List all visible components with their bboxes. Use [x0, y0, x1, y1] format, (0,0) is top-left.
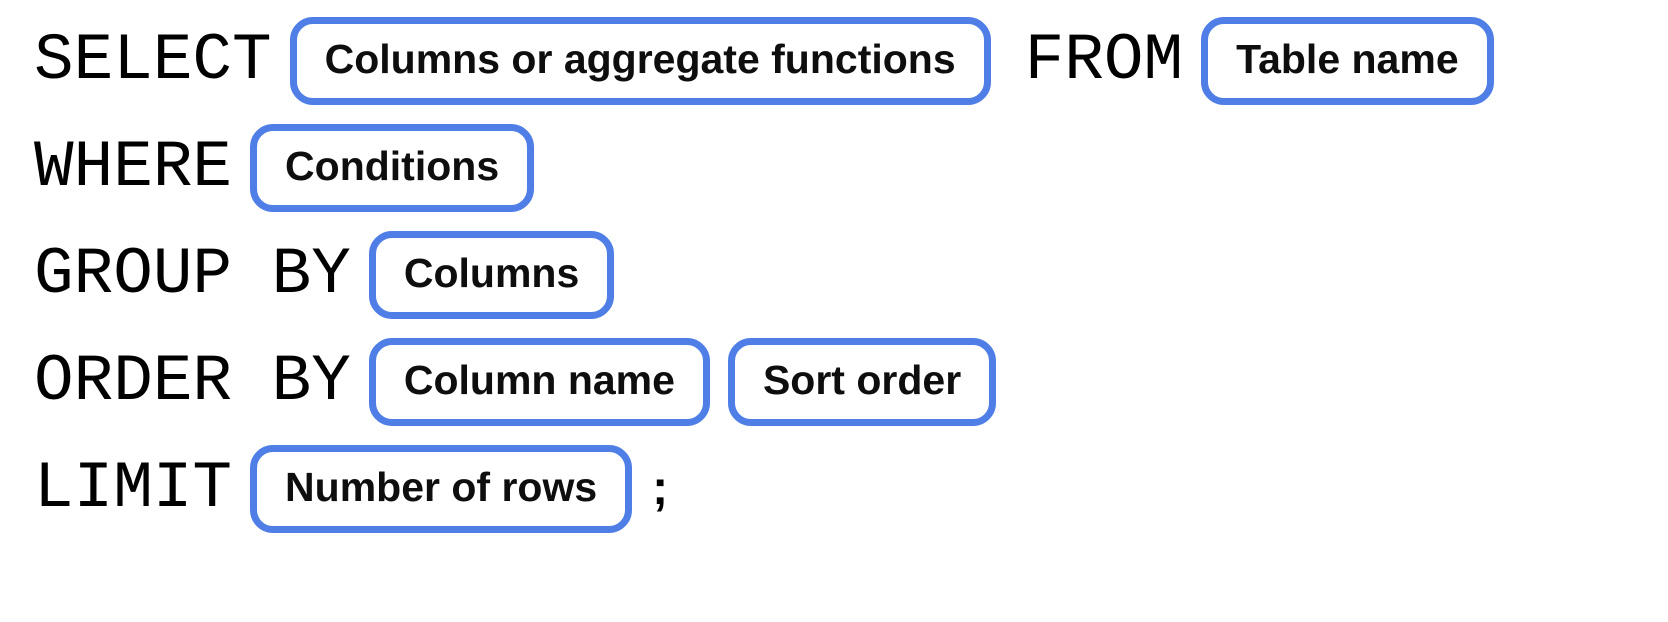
sql-row-order-by: ORDER BY Column name Sort order — [34, 337, 1668, 427]
pill-column-name: Column name — [368, 338, 710, 426]
keyword-from: FROM — [1024, 23, 1184, 98]
pill-table-name: Table name — [1201, 17, 1494, 105]
sql-row-select-from: SELECT Columns or aggregate functions FR… — [34, 16, 1668, 106]
sql-row-limit: LIMIT Number of rows ; — [34, 444, 1668, 534]
semicolon-punctuation: ; — [652, 462, 669, 515]
pill-conditions: Conditions — [250, 124, 535, 212]
keyword-where: WHERE — [34, 130, 233, 205]
pill-columns-or-aggregate-functions: Columns or aggregate functions — [289, 17, 991, 105]
sql-row-group-by: GROUP BY Columns — [34, 230, 1668, 320]
keyword-select: SELECT — [34, 23, 272, 98]
pill-sort-order: Sort order — [727, 338, 997, 426]
keyword-group-by: GROUP BY — [34, 237, 351, 312]
keyword-order-by: ORDER BY — [34, 344, 351, 419]
keyword-limit: LIMIT — [34, 451, 233, 526]
pill-columns: Columns — [368, 231, 615, 319]
sql-syntax-diagram: SELECT Columns or aggregate functions FR… — [34, 16, 1668, 534]
sql-row-where: WHERE Conditions — [34, 123, 1668, 213]
pill-number-of-rows: Number of rows — [250, 445, 633, 533]
